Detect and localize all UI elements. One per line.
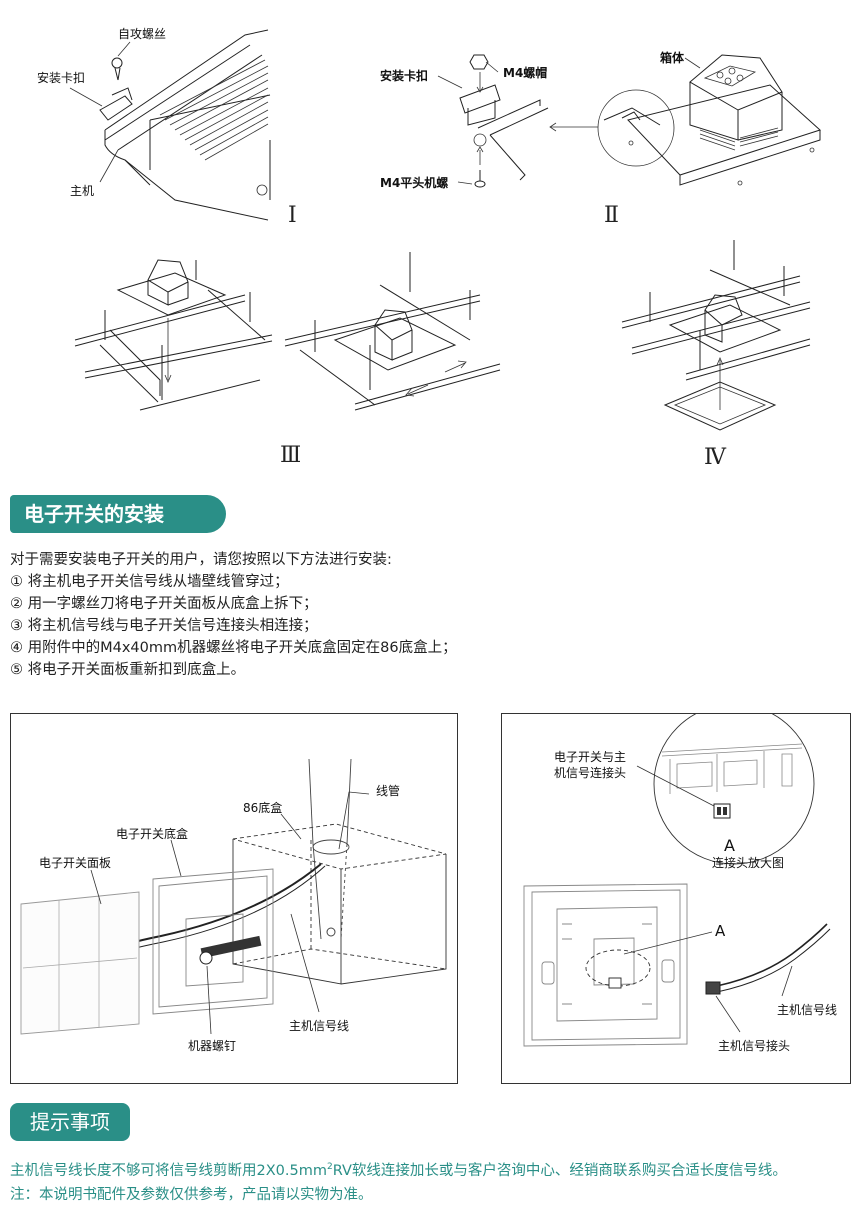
switch-step-2: ② 用一字螺丝刀将电子开关面板从底盒上拆下； — [10, 596, 318, 612]
step1-clip-label: 安装卡扣 — [37, 70, 85, 85]
step2-figure: 安装卡扣 M4螺帽 M4平头机螺 箱体 Ⅱ — [380, 50, 821, 228]
step3-numeral: Ⅲ — [280, 443, 301, 468]
switch-step-3: ③ 将主机信号线与电子开关信号连接头相连接； — [10, 618, 318, 634]
conduit-label: 线管 — [376, 783, 400, 798]
machine-screw-label: 机器螺钉 — [188, 1039, 236, 1053]
step2-clip-label: 安装卡扣 — [380, 68, 428, 83]
signal-wire-label: 主机信号线 — [289, 1019, 349, 1033]
signal-connector-label: 主机信号接头 — [718, 1038, 790, 1053]
tip-1-part1: 主机信号线长度不够可将信号线剪断用2X0.5mm — [10, 1162, 327, 1179]
switch-base-label: 电子开关底盒 — [116, 826, 188, 841]
tip-1: 主机信号线长度不够可将信号线剪断用2X0.5mm2RV软线连接加长或与客户咨询中… — [10, 1155, 856, 1183]
switch-panel-label: 电子开关面板 — [39, 856, 111, 870]
plate-letter-a: A — [715, 922, 726, 940]
switch-section-title: 电子开关的安装 — [10, 495, 226, 533]
tip-note: 注：本说明书配件及参数仅供参考，产品请以实物为准。 — [10, 1186, 373, 1203]
right-signal-wire-label: 主机信号线 — [777, 1003, 837, 1017]
switch-install-figure: 线管 86底盒 电子开关底盒 电子开关面板 主机信号线 机器螺钉 — [10, 713, 458, 1084]
box86-label: 86底盒 — [243, 800, 282, 815]
installation-diagram: 自攻螺丝 安装卡扣 主机 Ⅰ — [37, 27, 821, 470]
switch-step-4: ④ 用附件中的M4x40mm机器螺丝将电子开关底盒固定在86底盒上； — [10, 640, 457, 656]
connector-label-line1: 电子开关与主 — [554, 750, 626, 764]
tips-body: 主机信号线长度不够可将信号线剪断用2X0.5mm2RV软线连接加长或与客户咨询中… — [10, 1155, 856, 1207]
step2-bolt-label: M4平头机螺 — [380, 175, 448, 190]
step2-box-label: 箱体 — [660, 50, 685, 65]
step2-numeral: Ⅱ — [604, 203, 619, 228]
zoom-caption: 连接头放大图 — [712, 855, 784, 870]
switch-intro: 对于需要安装电子开关的用户，请您按照以下方法进行安装: — [10, 552, 392, 568]
switch-step-1: ① 将主机电子开关信号线从墙壁线管穿过； — [10, 574, 289, 590]
connector-label-line2: 机信号连接头 — [554, 765, 626, 780]
step3-figure: Ⅲ — [74, 252, 501, 468]
step4-numeral: Ⅳ — [704, 445, 727, 470]
step1-figure: 自攻螺丝 安装卡扣 主机 Ⅰ — [37, 27, 297, 228]
tip-1-superscript: 2 — [326, 1162, 333, 1172]
connector-drawing: 电子开关与主 机信号连接头 A 连接头放大图 A 主机信号线 主机信号接头 — [523, 714, 837, 1053]
step1-screw-label: 自攻螺丝 — [118, 27, 166, 41]
switch-install-drawing: 线管 86底盒 电子开关底盒 电子开关面板 主机信号线 机器螺钉 — [20, 758, 447, 1053]
tips-section-title: 提示事项 — [10, 1103, 130, 1141]
connector-figure: 电子开关与主 机信号连接头 A 连接头放大图 A 主机信号线 主机信号接头 — [501, 713, 851, 1084]
step4-figure: Ⅳ — [621, 240, 811, 470]
step1-host-label: 主机 — [70, 184, 94, 198]
switch-instructions: 对于需要安装电子开关的用户，请您按照以下方法进行安装: ① 将主机电子开关信号线… — [10, 549, 457, 681]
step2-nut-label: M4螺帽 — [503, 65, 547, 80]
tip-1-part2: RV软线连接加长或与客户咨询中心、经销商联系购买合适长度信号线。 — [332, 1162, 787, 1179]
step1-numeral: Ⅰ — [288, 203, 297, 228]
switch-step-5: ⑤ 将电子开关面板重新扣到底盒上。 — [10, 662, 246, 678]
zoom-letter-a: A — [724, 836, 735, 855]
